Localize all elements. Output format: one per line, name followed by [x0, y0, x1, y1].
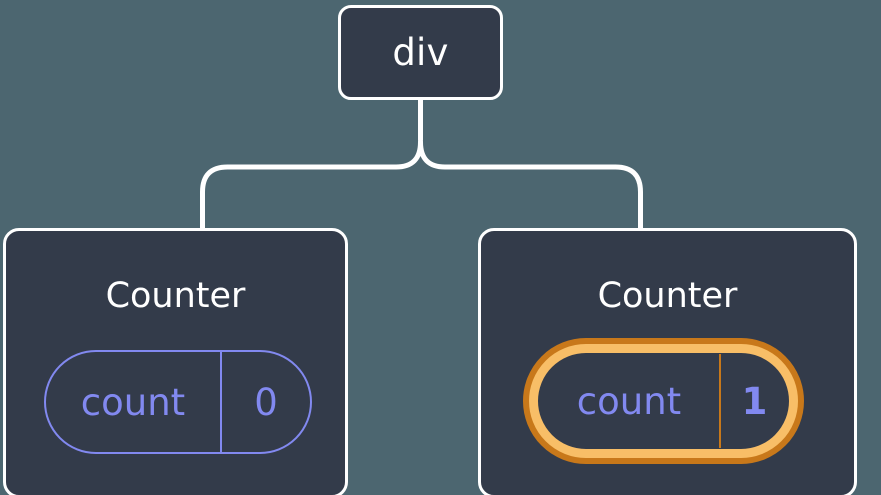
node-counter-right-title: Counter — [597, 276, 738, 316]
state-pill-key: count — [46, 352, 222, 452]
state-pill-highlight-ring — [529, 344, 798, 458]
state-pill-value: 1 — [741, 379, 768, 423]
state-pill-value: 0 — [254, 380, 278, 424]
state-pill-count-right[interactable]: count 1 — [539, 354, 788, 448]
node-counter-right[interactable]: Counter count 1 — [478, 228, 857, 495]
state-pill-count-right-highlight[interactable]: count 1 — [523, 338, 804, 464]
node-div[interactable]: div — [338, 5, 503, 100]
edge-to-right-child — [418, 139, 643, 231]
node-counter-left[interactable]: Counter count 0 — [3, 228, 348, 495]
state-pill-count-left[interactable]: count 0 — [44, 350, 312, 454]
node-counter-left-title: Counter — [105, 276, 246, 316]
state-pill-key: count — [539, 354, 721, 448]
edge-to-left-child — [200, 139, 423, 231]
node-div-label: div — [392, 31, 449, 74]
